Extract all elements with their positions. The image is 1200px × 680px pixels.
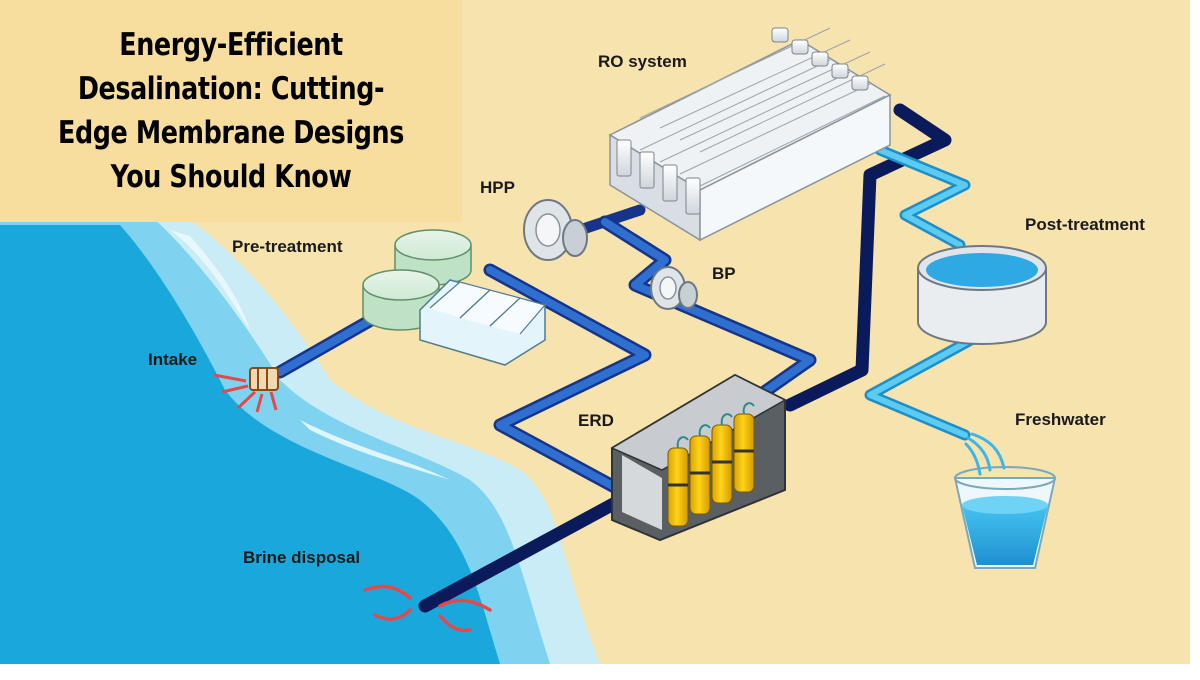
label-pre-treatment: Pre-treatment	[232, 237, 343, 256]
label-post-treatment: Post-treatment	[1025, 215, 1145, 234]
freshwater-glass	[953, 432, 1057, 569]
brine-outflow-arrows	[363, 584, 492, 633]
pretreatment-plant	[362, 229, 547, 366]
ro-to-post-pipe-inner	[877, 147, 968, 248]
ro-system-unit	[608, 27, 892, 242]
hpp-pump	[523, 199, 588, 261]
erd-unit	[610, 373, 787, 542]
pretreat-to-hpp-pipe-inner	[486, 266, 649, 494]
label-brine-disposal: Brine disposal	[243, 548, 361, 567]
bp-pump	[650, 266, 698, 310]
label-ro-system: RO system	[598, 52, 687, 71]
intake-fixture	[213, 367, 279, 413]
fresh-pipes	[864, 144, 986, 441]
bp-pipe-inner	[601, 218, 814, 399]
sea-water	[0, 225, 500, 664]
label-erd: ERD	[578, 411, 614, 430]
page-bottom-border	[0, 664, 1200, 675]
label-intake: Intake	[148, 350, 198, 369]
feed-pipes	[273, 204, 817, 497]
brine-return-pipe	[783, 103, 952, 412]
page-title: Energy-Efficient Desalination: Cutting-E…	[58, 27, 404, 195]
wave-foam-2	[300, 420, 450, 480]
post-treatment-tank	[917, 245, 1047, 345]
brine-disposal-pipe	[418, 488, 637, 613]
post-to-freshwater-pipe-inner	[867, 332, 983, 438]
label-hpp: HPP	[480, 178, 515, 197]
label-bp: BP	[712, 264, 736, 283]
page-border	[1190, 0, 1200, 675]
title-banner: Energy-Efficient Desalination: Cutting-E…	[0, 0, 462, 222]
brine-pipes	[418, 103, 952, 613]
label-freshwater: Freshwater	[1015, 410, 1106, 429]
